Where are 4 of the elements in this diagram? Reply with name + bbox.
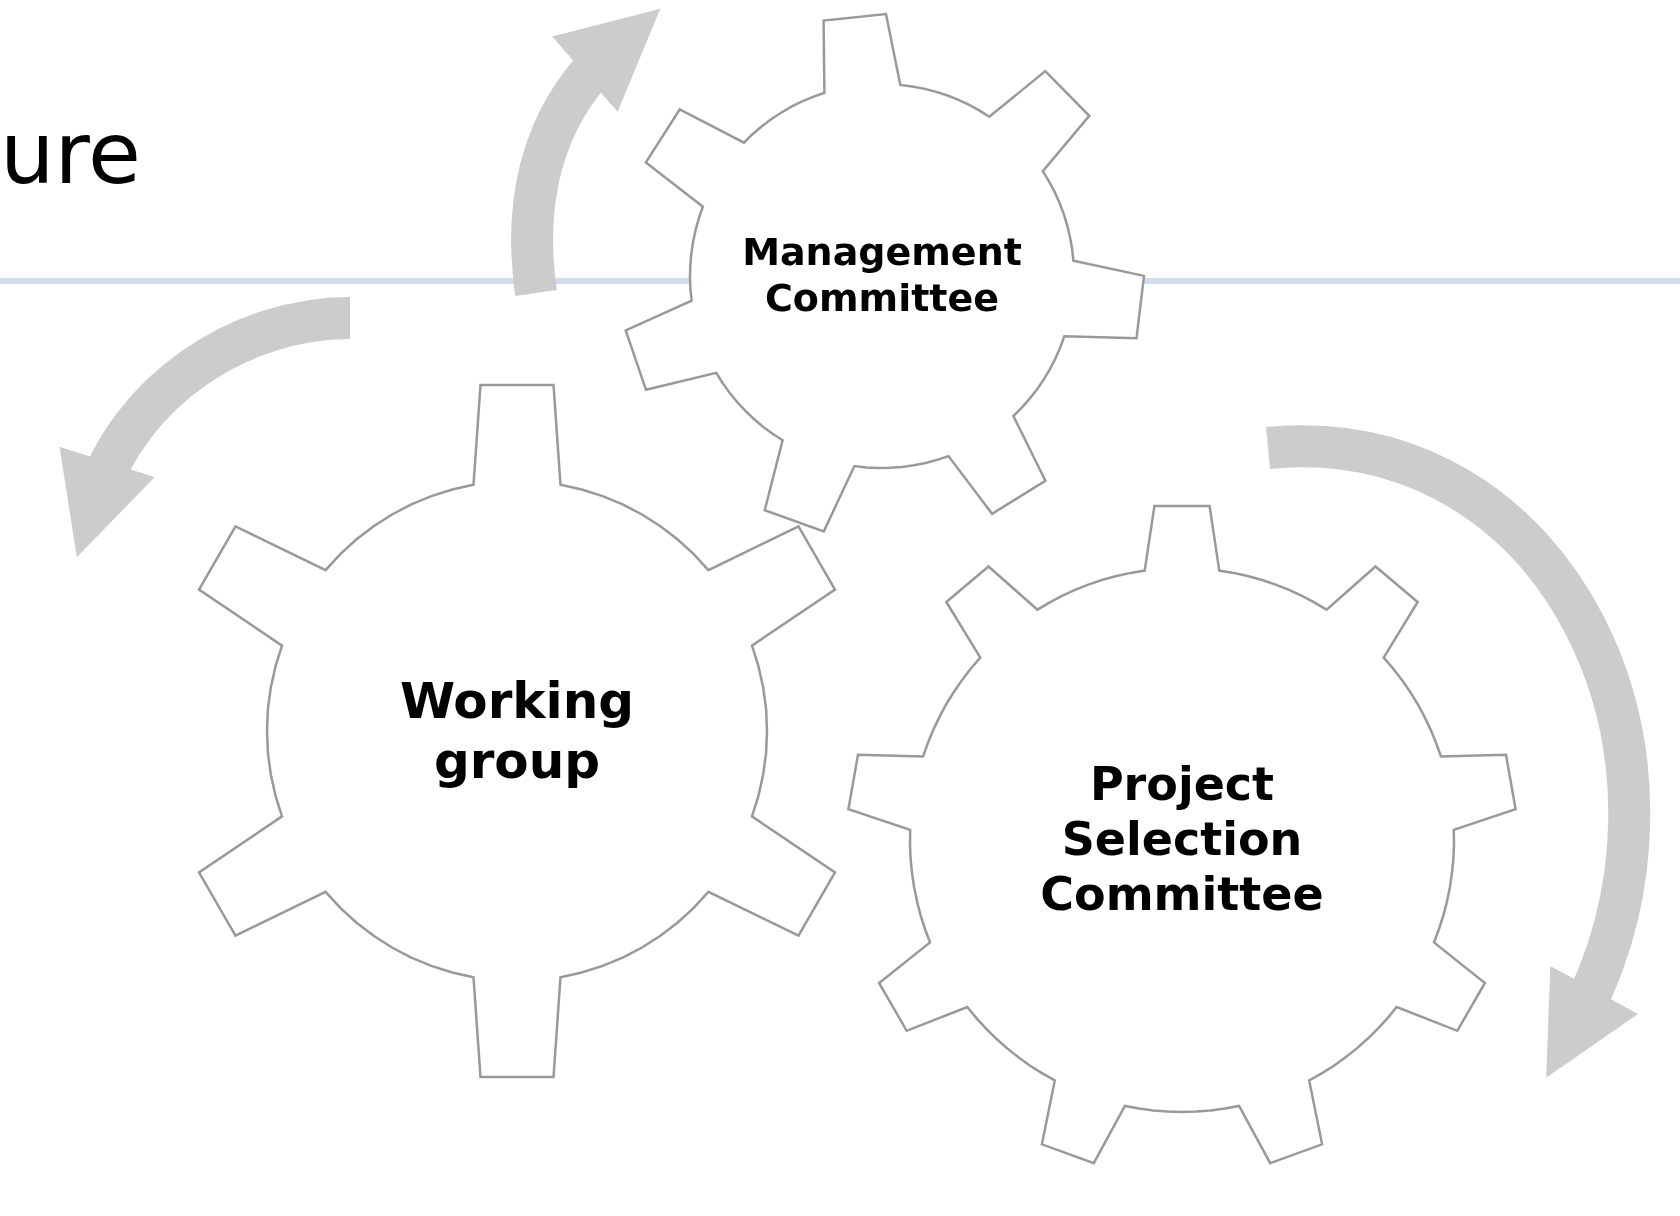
slide-title: ure [0, 110, 141, 196]
gear-label: Working group [398, 671, 636, 791]
gear-label: Project Selection Committee [1039, 757, 1325, 923]
gear-label: Management Committee [741, 230, 1023, 322]
